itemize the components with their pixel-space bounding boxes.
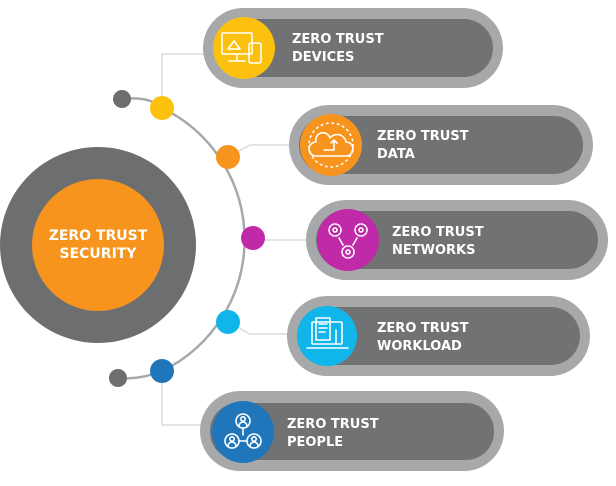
hub-label-line2: SECURITY	[60, 246, 138, 262]
connector-devices	[161, 53, 205, 108]
hub-label-line1: ZERO TRUST	[49, 228, 148, 244]
pill-workload: ZERO TRUST WORKLOAD	[287, 296, 590, 376]
people-group-icon	[224, 413, 262, 449]
pill-networks: ZERO TRUST NETWORKS	[306, 200, 608, 280]
networks-label-line1: ZERO TRUST	[392, 225, 484, 240]
node-dot-networks	[241, 226, 265, 250]
pill-data: ZERO TRUST DATA	[289, 105, 593, 185]
people-label-line1: ZERO TRUST	[287, 417, 379, 432]
node-dot-devices	[150, 96, 174, 120]
laptop-documents-icon	[306, 317, 349, 349]
devices-label-line2: DEVICES	[292, 50, 354, 65]
networks-label-line2: NETWORKS	[392, 243, 475, 258]
network-gears-icon	[328, 223, 368, 259]
pill-devices: ZERO TRUST DEVICES	[203, 8, 503, 88]
data-label-line1: ZERO TRUST	[377, 129, 469, 144]
devices-label-line1: ZERO TRUST	[292, 32, 384, 47]
data-label-line2: DATA	[377, 147, 415, 162]
workload-label-line1: ZERO TRUST	[377, 321, 469, 336]
node-dot-people	[150, 359, 174, 383]
node-dot-data	[216, 145, 240, 169]
node-dot-workload	[216, 310, 240, 334]
pill-people: ZERO TRUST PEOPLE	[200, 391, 504, 471]
hub-zero-trust-security: ZERO TRUST SECURITY	[0, 147, 196, 343]
workload-label-line2: WORKLOAD	[377, 339, 462, 354]
arc-end-dot-top	[113, 90, 131, 108]
devices-icon	[221, 32, 262, 64]
arc-end-dot-bottom	[109, 369, 127, 387]
connector-people	[161, 371, 202, 426]
people-label-line2: PEOPLE	[287, 435, 343, 450]
cloud-data-icon	[308, 122, 354, 168]
